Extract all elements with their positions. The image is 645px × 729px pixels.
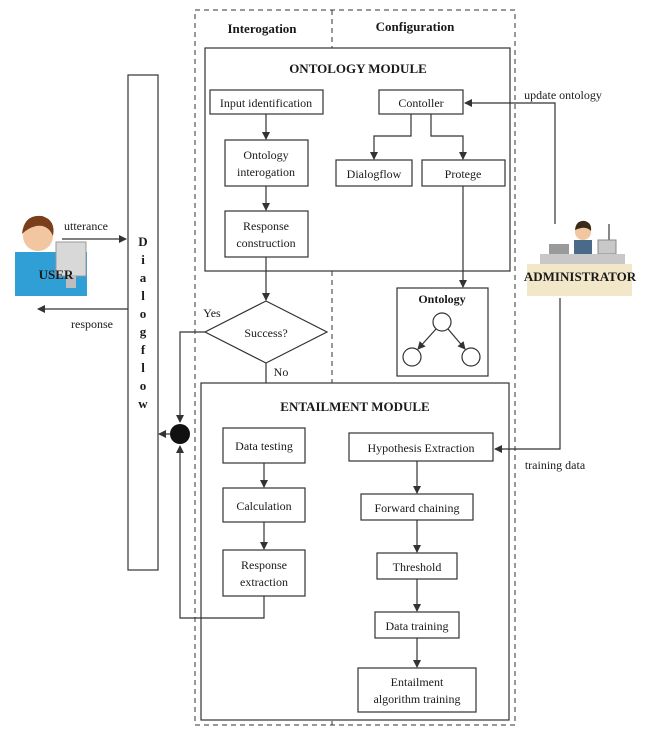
threshold-box	[376, 552, 458, 580]
arrow-controller-to-protege	[430, 114, 467, 160]
entailment-algorithm-training-line1: Entailment	[391, 675, 444, 689]
response-extraction-box	[222, 549, 306, 597]
arrow-admin-training-data	[494, 298, 561, 453]
arrow-admin-update-ontology	[464, 99, 556, 224]
arrow-yes-to-junction	[176, 331, 205, 423]
controller-box	[378, 89, 464, 115]
response-construction-box	[224, 210, 309, 258]
dialogflow-bar-letter: f	[141, 342, 146, 357]
ontology-interogation-line2: interogation	[237, 165, 295, 179]
success-decision-label: Success?	[244, 326, 287, 340]
ontology-node-right	[461, 347, 481, 367]
utterance-label: utterance	[64, 219, 108, 233]
hypothesis-extraction-box	[348, 432, 494, 462]
controller-label: Contoller	[398, 96, 443, 110]
calculation-box	[222, 487, 306, 523]
forward-chaining-box	[360, 493, 474, 521]
dialogflow-label: Dialogflow	[347, 167, 402, 181]
dialogflow-bar-letter: i	[141, 252, 145, 267]
dialogflow-bar-letter: g	[140, 324, 147, 339]
ontology-interogation-line1: Ontology	[243, 148, 288, 162]
no-label: No	[274, 365, 289, 379]
response-extraction-line2: extraction	[240, 575, 288, 589]
data-testing-label: Data testing	[235, 439, 293, 453]
dialogflow-bar-letter: l	[141, 288, 145, 303]
response-extraction-line1: Response	[241, 558, 287, 572]
ontology-edge-right	[447, 328, 466, 350]
entailment-algorithm-training-box	[357, 667, 477, 713]
calculation-label: Calculation	[236, 499, 291, 513]
entailment-algorithm-training-line2: algorithm training	[374, 692, 461, 706]
dialogflow-bar-letter: l	[141, 360, 145, 375]
administrator-label: ADMINISTRATOR	[524, 269, 637, 284]
yes-label: Yes	[203, 306, 221, 320]
update-ontology-label: update ontology	[524, 88, 602, 102]
ontology-node-root	[432, 312, 452, 332]
response-construction-line1: Response	[243, 219, 289, 233]
administrator-icon	[527, 220, 632, 296]
ontology-node-left	[402, 347, 422, 367]
ontology-graph-title: Ontology	[418, 292, 465, 306]
dialogflow-bar-letter: o	[140, 378, 147, 393]
forward-chaining-label: Forward chaining	[375, 501, 460, 515]
arrow-extraction-to-junction	[176, 445, 265, 619]
swimlane-frame	[194, 9, 516, 726]
header-configuration: Configuration	[376, 19, 456, 34]
entailment-module-title: ENTAILMENT MODULE	[280, 399, 429, 414]
dialogflow-bar-letter: a	[140, 270, 147, 285]
dialogflow-box	[335, 159, 413, 187]
training-data-label: training data	[525, 458, 586, 472]
header-interogation: Interogation	[227, 21, 297, 36]
user-icon	[15, 215, 87, 296]
hypothesis-extraction-label: Hypothesis Extraction	[368, 441, 475, 455]
dialogflow-bar-letters: Dialogflow	[138, 234, 148, 411]
response-construction-line2: construction	[236, 236, 295, 250]
input-identification-label: Input identification	[220, 96, 312, 110]
data-training-box	[374, 611, 460, 639]
junction-dot	[170, 424, 190, 444]
ontology-module-title: ONTOLOGY MODULE	[289, 61, 427, 76]
data-testing-box	[222, 427, 306, 464]
response-label: response	[71, 317, 113, 331]
threshold-label: Threshold	[393, 560, 442, 574]
dialogflow-bar-letter: D	[138, 234, 147, 249]
dialogflow-bar-letter: o	[140, 306, 147, 321]
data-training-label: Data training	[386, 619, 449, 633]
protege-label: Protege	[445, 167, 482, 181]
ontology-interogation-box	[224, 139, 309, 187]
dialogflow-bar	[127, 74, 159, 571]
ontology-edge-left	[417, 328, 437, 350]
dialogflow-bar-letter: w	[138, 396, 148, 411]
user-label: USER	[39, 267, 74, 282]
arrow-controller-to-dialogflow	[370, 114, 412, 160]
